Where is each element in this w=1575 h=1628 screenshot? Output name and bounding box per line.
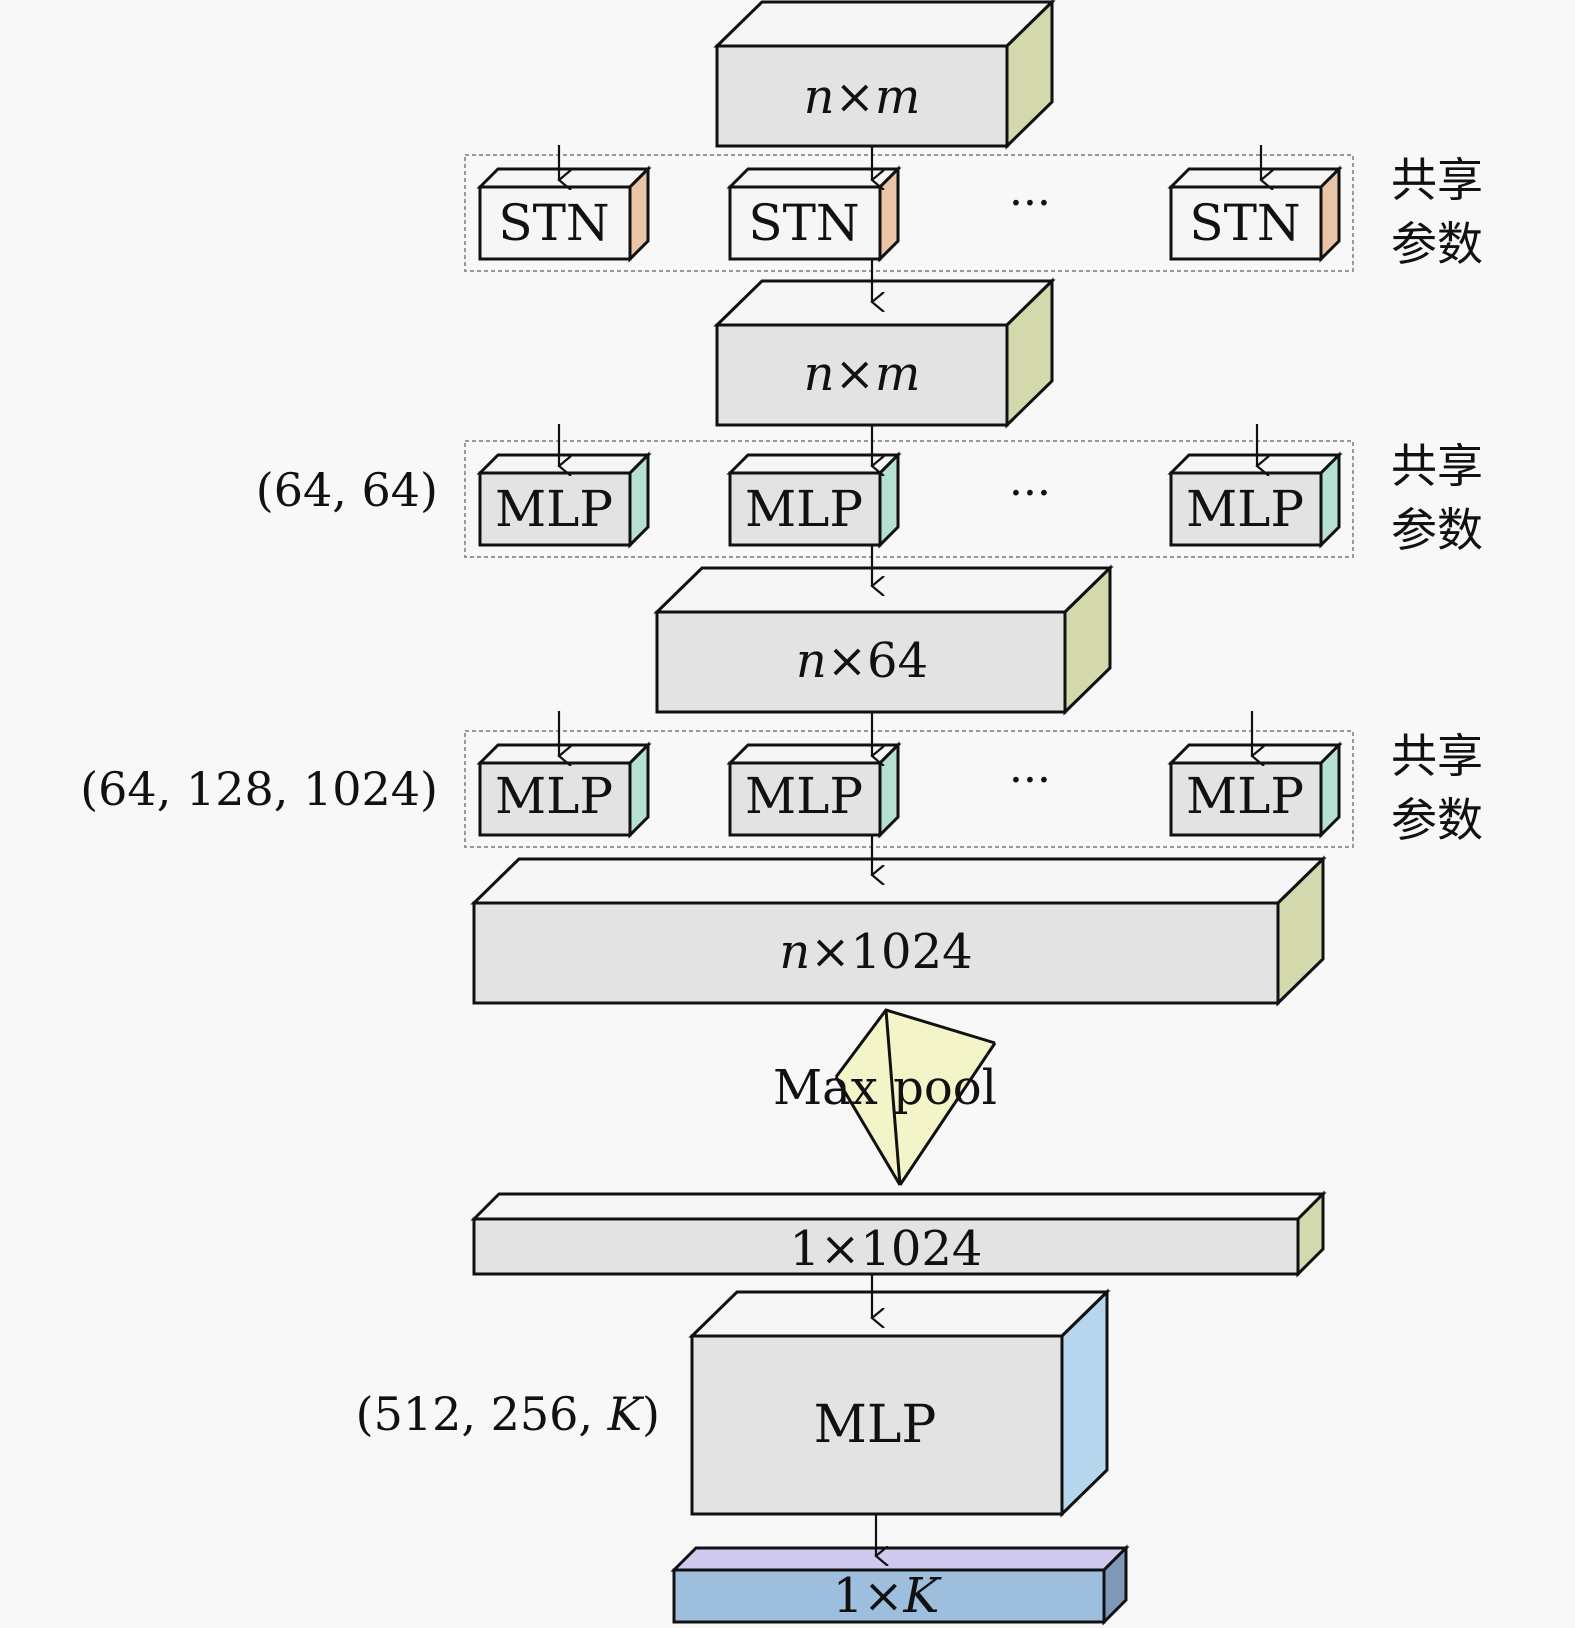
group-box-mlp1 [464,440,1354,558]
mlp1-block-3-front-face [1169,471,1323,547]
mlp2-params-label: (64, 128, 1024) [80,762,438,816]
stn-block-1-front-face [478,185,632,261]
stn-ellipsis: ··· [1009,178,1051,229]
global-feature-box-top-face [470,1192,1327,1221]
mlp2-block-3-top-face [1167,743,1343,765]
stn-block-2-front-face [728,185,882,261]
stn-block-2 [726,165,902,263]
input-tensor-box [713,0,1056,150]
mlp1-block-3-top-face [1167,453,1343,475]
stn-block-3-side-face [1319,165,1341,263]
mlp1-output-tensor-box [653,564,1114,716]
maxpool-pyramid [834,1008,997,1186]
group-box-stn [464,154,1354,272]
mlp1-output-tensor-box-front-face [655,610,1067,714]
stn-block-1-top-face [476,167,652,189]
mlp2-block-1 [476,741,652,839]
mlp2-block-1-top-face [476,743,652,765]
output-tensor-box [670,1544,1130,1626]
global-feature-box [470,1190,1327,1278]
mlp1-params-label: (64, 64) [256,463,438,517]
output-tensor-box-top-face [670,1546,1130,1572]
stn-output-tensor-label: n×m [804,346,921,402]
mlp1-ellipsis: ··· [1009,468,1051,519]
stn-shared-note-line2: 参数 [1391,217,1483,271]
final-mlp-box-front-face [690,1334,1064,1516]
mlp2-output-tensor-label: n×1024 [779,924,972,980]
maxpool-label: Max pool [773,1060,997,1116]
group-box-mlp2 [464,730,1354,848]
mlp1-shared-note-line2: 参数 [1391,503,1483,557]
mlp2-output-tensor-box-front-face [472,901,1280,1005]
mlp1-output-tensor-label: n×64 [796,633,928,689]
mlp1-block-2-front-face [728,471,882,547]
mlp1-block-label-2: MLP [745,480,863,538]
mlp2-block-2 [726,741,902,839]
mlp1-block-3 [1167,451,1343,549]
mlp2-block-2-side-face [878,741,900,839]
mlp1-block-label-1: MLP [495,480,613,538]
input-tensor-box-top-face [713,0,1056,48]
stn-shared-note-line1: 共享 [1391,153,1483,207]
final-mlp-box-top-face [688,1290,1111,1338]
mlp2-block-1-side-face [628,741,650,839]
final-mlp-params: (512, 256, K) [356,1387,660,1441]
mlp2-shared-note-line1: 共享 [1391,729,1483,783]
mlp1-block-2 [726,451,902,549]
global-feature-label: 1×1024 [790,1221,983,1277]
mlp2-block-label-1: MLP [495,767,613,825]
stn-block-3-top-face [1167,167,1343,189]
stn-block-label-2: STN [748,194,859,252]
stn-block-1-side-face [628,165,650,263]
mlp1-block-2-side-face [878,451,900,549]
mlp1-block-1-side-face [628,451,650,549]
mlp2-shared-note-line2: 参数 [1391,793,1483,847]
global-feature-box-front-face [472,1217,1300,1276]
mlp2-block-3-side-face [1319,741,1341,839]
stn-output-tensor-box-top-face [713,279,1056,327]
output-tensor-box-front-face [672,1568,1106,1624]
input-tensor-box-front-face [715,44,1009,148]
mlp1-block-1-top-face [476,453,652,475]
mlp1-block-1-front-face [478,471,632,547]
mlp2-block-2-front-face [728,761,882,837]
stn-block-label-1: STN [498,194,609,252]
mlp1-block-3-side-face [1319,451,1341,549]
final-mlp-box [688,1288,1111,1518]
stn-block-label-3: STN [1189,194,1300,252]
mlp2-ellipsis: ··· [1009,755,1051,806]
mlp2-output-tensor-box [470,855,1327,1007]
mlp2-output-tensor-box-top-face [470,857,1327,905]
mlp2-block-label-2: MLP [745,767,863,825]
output-tensor-label: 1×K [833,1568,943,1624]
mlp2-block-3-front-face [1169,761,1323,837]
stn-block-2-side-face [878,165,900,263]
mlp1-shared-note-line1: 共享 [1391,439,1483,493]
mlp1-output-tensor-box-top-face [653,566,1114,614]
mlp2-block-label-3: MLP [1186,767,1304,825]
mlp1-block-label-3: MLP [1186,480,1304,538]
stn-output-tensor-box-front-face [715,323,1009,427]
mlp2-block-1-front-face [478,761,632,837]
final-mlp-label: MLP [814,1395,937,1455]
stn-block-3 [1167,165,1343,263]
input-tensor-label: n×m [804,69,921,125]
